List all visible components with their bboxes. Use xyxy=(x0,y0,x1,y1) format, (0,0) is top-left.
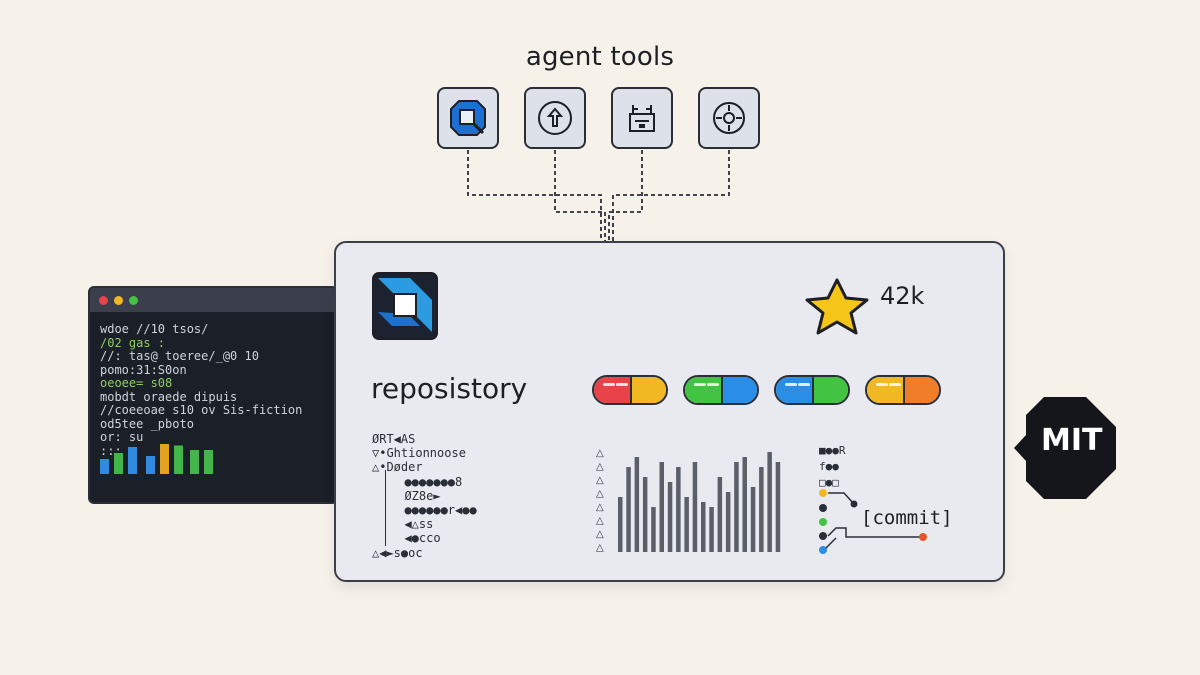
histogram-bar xyxy=(709,507,714,552)
histogram-bar xyxy=(634,457,640,552)
histogram-bar xyxy=(725,492,731,552)
star-count: 42k xyxy=(880,282,925,310)
package-tool-icon xyxy=(629,105,655,132)
file-tree-row[interactable]: △◀►s●oc xyxy=(372,545,423,560)
terminal-bar xyxy=(160,444,169,474)
terminal-bar xyxy=(146,456,155,474)
terminal-line: oeoee= s08 xyxy=(100,376,173,390)
histogram-bar xyxy=(676,467,681,552)
file-tree-row[interactable]: ØRT◀AS xyxy=(372,432,416,446)
license-label: MIT xyxy=(1041,423,1103,458)
activity-histogram: △ △ △ △ △ △ △ △ xyxy=(596,448,781,554)
commit-node[interactable] xyxy=(819,532,827,540)
histogram-axis-mark: △ xyxy=(596,448,604,459)
terminal-bar xyxy=(128,447,137,474)
terminal-bar-sparkline xyxy=(100,444,213,474)
histogram-bar xyxy=(775,462,781,552)
terminal-bar xyxy=(174,445,183,474)
terminal-bar xyxy=(114,453,123,474)
settings-tool-icon xyxy=(713,102,745,134)
search-tool-icon xyxy=(450,100,486,136)
language-pill[interactable] xyxy=(683,375,759,405)
terminal-line: od5tee _pboto xyxy=(100,416,194,431)
star-icon xyxy=(805,278,869,335)
terminal-bar xyxy=(204,450,213,474)
histogram-axis-mark: △ xyxy=(596,516,604,527)
histogram-axis-mark: △ xyxy=(596,462,604,473)
language-pill[interactable] xyxy=(774,375,850,405)
terminal-line: //: tas@ toeree/_@0 10 xyxy=(100,349,259,363)
histogram-bar xyxy=(701,502,706,552)
commit-node[interactable] xyxy=(819,489,827,497)
repository-name: reposistory xyxy=(371,372,528,405)
histogram-axis-mark: △ xyxy=(596,489,604,500)
histogram-axis-mark: △ xyxy=(596,529,604,540)
histogram-bar xyxy=(750,487,756,552)
histogram-axis-mark: △ xyxy=(596,543,604,554)
commit-graph: ■●●R f●● □●□ xyxy=(819,444,927,554)
histogram-bar xyxy=(684,497,689,552)
file-tree-guide xyxy=(385,470,387,546)
file-tree-row[interactable]: ◀△ss xyxy=(390,517,434,532)
maximize-dot-icon[interactable] xyxy=(129,296,138,305)
histogram-bar xyxy=(767,452,772,552)
histogram-bar xyxy=(659,462,664,552)
connector-2 xyxy=(554,150,606,241)
connector-3 xyxy=(608,150,643,241)
close-dot-icon[interactable] xyxy=(99,296,108,305)
histogram-bar xyxy=(626,467,631,552)
upload-tool-button[interactable] xyxy=(524,87,586,149)
histogram-bar xyxy=(692,462,698,552)
terminal-line: wdoe //10 tsos/ xyxy=(100,322,209,336)
histogram-bar xyxy=(618,497,623,552)
histogram-bar xyxy=(717,477,723,552)
commit-node[interactable] xyxy=(819,546,827,554)
histogram-bar xyxy=(759,467,764,552)
commit-graph-row: □●□ xyxy=(819,476,839,489)
commit-node[interactable] xyxy=(819,504,827,512)
diagram-title: agent tools xyxy=(525,42,675,72)
file-tree-row[interactable]: ▽•Ghtionnoose xyxy=(372,446,466,461)
terminal-line: mobdt oraede dipuis xyxy=(100,389,238,404)
histogram-bar xyxy=(734,462,739,552)
commit-node[interactable] xyxy=(819,518,827,526)
histogram-axis-mark: △ xyxy=(596,502,604,513)
terminal-line: or: su xyxy=(100,430,144,444)
terminal-window[interactable]: wdoe //10 tsos//02 gas ://: tas@ toeree/… xyxy=(88,286,338,504)
file-tree-row[interactable]: ØZ8e► xyxy=(390,488,441,503)
file-tree-row[interactable]: ●●●●●●r◀●● xyxy=(390,503,477,517)
language-pill[interactable] xyxy=(865,375,941,405)
histogram-bar xyxy=(742,457,747,552)
language-pill[interactable] xyxy=(592,375,668,405)
histogram-bar xyxy=(667,482,673,552)
commit-head-node[interactable] xyxy=(919,533,927,541)
connector-4 xyxy=(612,150,730,241)
terminal-bar xyxy=(190,450,199,474)
terminal-line: //coeeoae s10 ov Sis-fiction xyxy=(100,403,303,417)
terminal-line: /02 gas : xyxy=(100,335,166,350)
connector-1 xyxy=(467,150,602,241)
histogram-bar xyxy=(642,477,648,552)
histogram-bar xyxy=(651,507,656,552)
commit-graph-row: f●● xyxy=(819,460,839,473)
file-tree-row[interactable]: ◀●cco xyxy=(390,531,441,546)
package-tool-button[interactable] xyxy=(611,87,673,149)
commit-label: [commit] xyxy=(861,507,953,529)
terminal-line: pomo:31:S0on xyxy=(100,362,187,377)
file-tree-row[interactable]: ●●●●●●●8 xyxy=(390,474,463,489)
minimize-dot-icon[interactable] xyxy=(114,296,123,305)
repository-logo-icon xyxy=(372,272,438,340)
settings-tool-button[interactable] xyxy=(698,87,760,149)
license-badge[interactable] xyxy=(1012,395,1118,501)
commit-graph-row: ■●●R xyxy=(819,444,846,457)
upload-tool-icon xyxy=(538,101,572,135)
histogram-axis-mark: △ xyxy=(596,475,604,486)
terminal-bar xyxy=(100,459,109,474)
terminal-title-bar xyxy=(90,288,336,312)
file-tree-row[interactable]: △•Døder xyxy=(372,460,423,475)
search-tool-button[interactable] xyxy=(437,87,499,149)
